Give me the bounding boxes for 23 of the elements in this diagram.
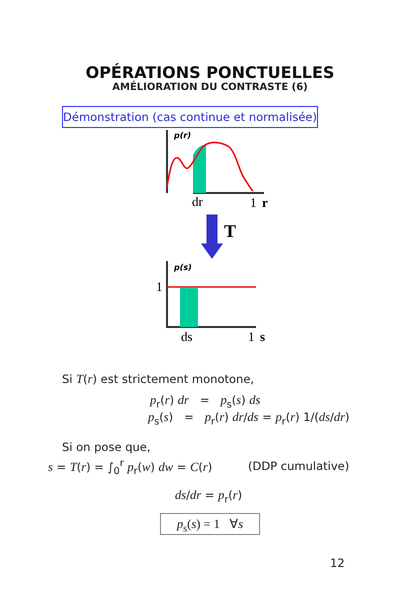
tick-label: dr — [192, 195, 203, 208]
equation: s = T(r) = ∫$_{0}$$^{r}$ p$_{r}$(w) dw = C(r) — [48, 458, 212, 478]
equation: ds/dr = p$_{r}$(r) — [175, 488, 242, 506]
axis-label: p(s) — [174, 263, 192, 272]
arrow — [201, 214, 223, 259]
title: OPÉRATIONS PONCTUELLES — [84, 63, 336, 82]
tick-label: 1 — [250, 196, 256, 209]
tick-label: 1 — [248, 330, 254, 343]
edge-label: T — [224, 221, 236, 242]
subtitle: AMÉLIORATION DU CONTRASTE (6) — [111, 82, 309, 93]
tick-label: 1 — [156, 280, 162, 293]
text-line: (DDP cumulative) — [248, 459, 350, 473]
axis-label: s — [260, 330, 266, 343]
axis-label: p(r) — [174, 131, 191, 140]
result-box: p$_{s}$(s) = 1 ∀s — [160, 513, 260, 535]
heading-box: Démonstration (cas continue et normalisée) — [62, 106, 318, 128]
text-line: Si on pose que, — [62, 440, 151, 454]
page-number: 12 — [330, 556, 345, 570]
text-line: Si T(r) est strictement monotone, — [62, 372, 254, 387]
tick-label: ds — [181, 330, 193, 343]
equation: p$_{r}$(r) dr = p$_{s}$(s) ds — [150, 393, 260, 410]
axis-label: r — [262, 196, 268, 209]
equation: p$_{s}$(s) = p$_{r}$(r) dr/ds = p$_{r}$(r) 1/(ds/dr) — [148, 410, 350, 428]
